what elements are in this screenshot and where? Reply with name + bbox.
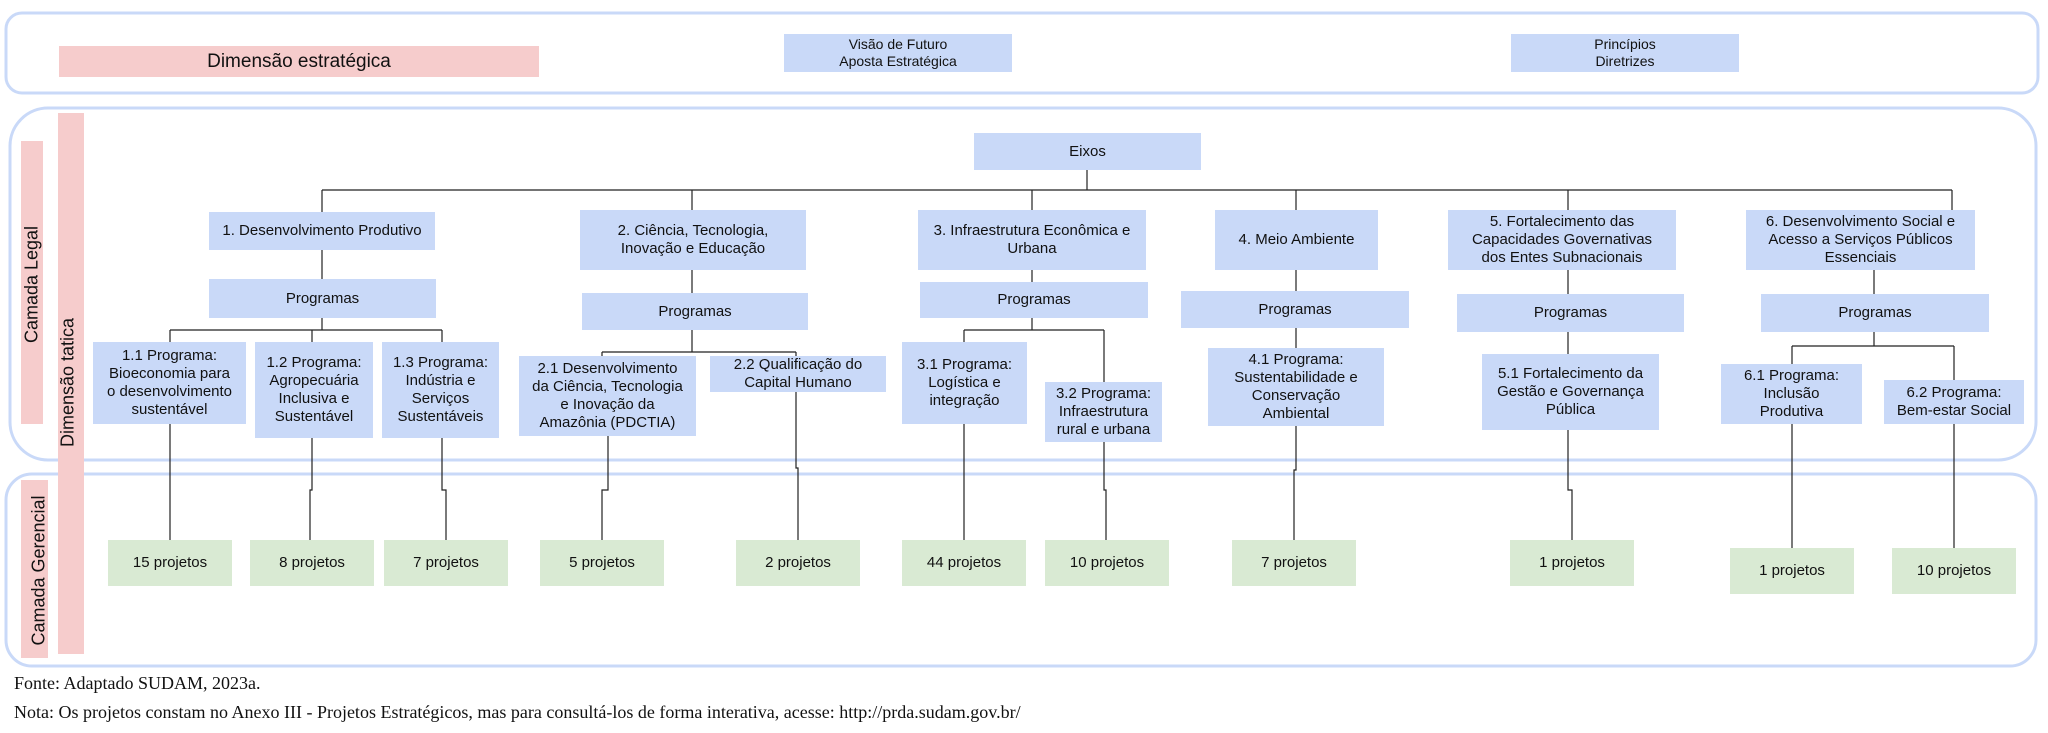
axis-4-box: 4. Meio Ambiente bbox=[1215, 210, 1378, 270]
projects-5-1-box: 1 projetos bbox=[1510, 540, 1634, 586]
projects-2-1-box: 5 projetos bbox=[540, 540, 664, 586]
camada-legal-bar bbox=[21, 141, 43, 424]
projects-2-2-box: 2 projetos bbox=[736, 540, 860, 586]
programas-box-6: Programas bbox=[1761, 294, 1989, 332]
axis-2-box: 2. Ciência, Tecnologia, Inovação e Educa… bbox=[580, 210, 806, 270]
projects-1-1-box: 15 projetos bbox=[108, 540, 232, 586]
projects-6-1-box: 1 projetos bbox=[1730, 548, 1854, 594]
camada-gerencial-label: Camada Gerencial bbox=[28, 495, 49, 646]
program-1-1-box: 1.1 Programa: Bioeconomia para o desenvo… bbox=[93, 342, 246, 424]
camada-legal-label: Camada Legal bbox=[21, 225, 42, 344]
programas-box-1: Programas bbox=[209, 279, 436, 318]
connector-lines bbox=[169, 170, 1955, 548]
program-5-1-box: 5.1 Fortalecimento da Gestão e Governanç… bbox=[1482, 354, 1659, 430]
projects-1-3-box: 7 projetos bbox=[384, 540, 508, 586]
principios-box: Princípios Diretrizes bbox=[1511, 34, 1739, 72]
eixos-box: Eixos bbox=[974, 133, 1201, 170]
axis-5-box: 5. Fortalecimento das Capacidades Govern… bbox=[1448, 210, 1676, 270]
program-4-1-box: 4.1 Programa: Sustentabilidade e Conserv… bbox=[1208, 348, 1384, 426]
programas-box-3: Programas bbox=[920, 282, 1148, 318]
programas-box-5: Programas bbox=[1457, 294, 1684, 332]
axis-1-box: 1. Desenvolvimento Produtivo bbox=[209, 212, 435, 250]
program-3-1-box: 3.1 Programa: Logística e integração bbox=[902, 342, 1027, 424]
dimensao-estrategica-label: Dimensão estratégica bbox=[59, 46, 539, 77]
program-6-1-box: 6.1 Programa: Inclusão Produtiva bbox=[1721, 364, 1862, 424]
projects-1-2-box: 8 projetos bbox=[250, 540, 374, 586]
dimensao-tatica-bar bbox=[58, 113, 84, 654]
axis-3-box: 3. Infraestrutura Econômica e Urbana bbox=[918, 210, 1146, 270]
programas-box-4: Programas bbox=[1181, 291, 1409, 328]
program-1-2-box: 1.2 Programa: Agropecuária Inclusiva e S… bbox=[255, 342, 373, 438]
frame-estrategica bbox=[4, 11, 2040, 95]
projects-6-2-box: 10 projetos bbox=[1892, 548, 2016, 594]
axis-6-box: 6. Desenvolvimento Social e Acesso a Ser… bbox=[1746, 210, 1975, 270]
frame-gerencial bbox=[4, 472, 2038, 668]
camada-gerencial-bar bbox=[21, 480, 48, 658]
programas-box-2: Programas bbox=[582, 293, 808, 330]
projects-3-2-box: 10 projetos bbox=[1045, 540, 1169, 586]
program-2-1-box: 2.1 Desenvolvimento da Ciência, Tecnolog… bbox=[519, 356, 696, 436]
dimensao-tatica-label: Dimensão tatica bbox=[57, 317, 78, 448]
footer-fonte: Fonte: Adaptado SUDAM, 2023a. bbox=[14, 673, 261, 693]
program-2-2-box: 2.2 Qualificação do Capital Humano bbox=[710, 356, 886, 392]
program-3-2-box: 3.2 Programa: Infraestrutura rural e urb… bbox=[1045, 382, 1162, 442]
projects-3-1-box: 44 projetos bbox=[902, 540, 1026, 586]
program-1-3-box: 1.3 Programa: Indústria e Serviços Suste… bbox=[382, 342, 499, 438]
projects-4-1-box: 7 projetos bbox=[1232, 540, 1356, 586]
footer-nota: Nota: Os projetos constam no Anexo III -… bbox=[14, 702, 1021, 722]
visao-futuro-box: Visão de Futuro Aposta Estratégica bbox=[784, 34, 1012, 72]
frame-legal bbox=[8, 106, 2038, 462]
program-6-2-box: 6.2 Programa: Bem-estar Social bbox=[1884, 380, 2024, 424]
